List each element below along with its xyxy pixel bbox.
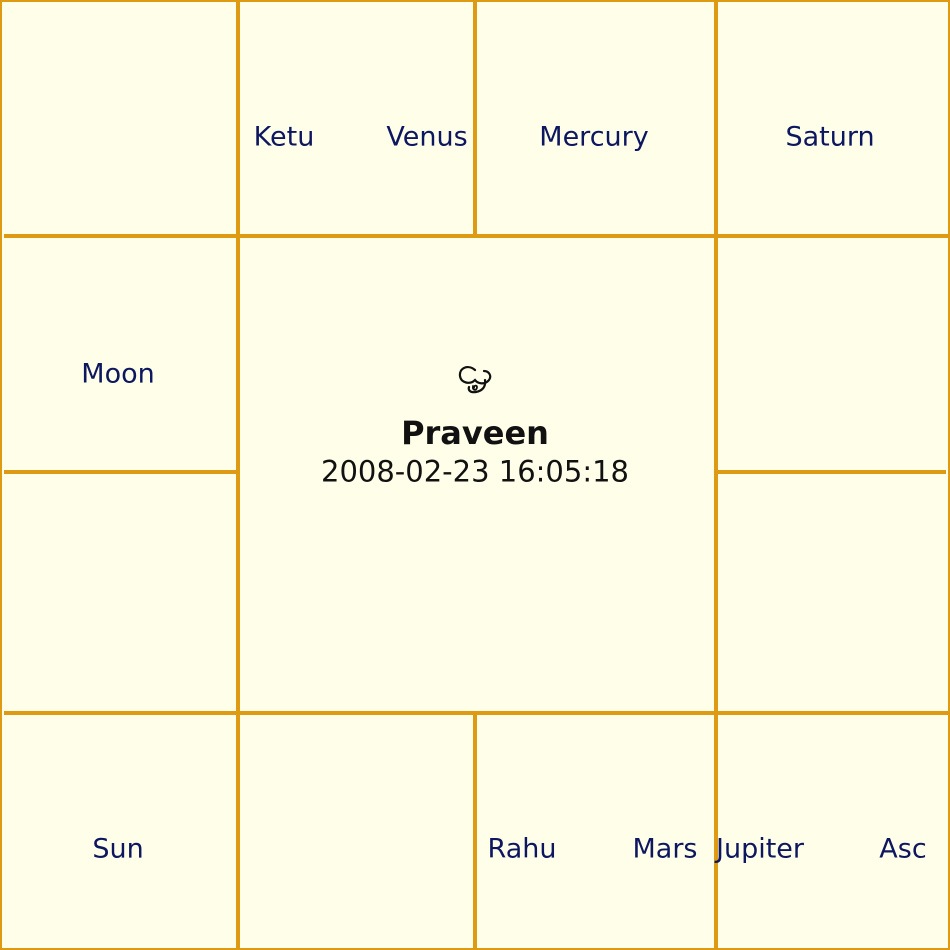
person-name: Praveen: [401, 414, 549, 452]
planet-mercury: Mercury: [539, 121, 649, 153]
planet-sun: Sun: [92, 833, 144, 865]
planet-saturn: Saturn: [785, 121, 875, 153]
planet-ketu: Ketu: [253, 121, 315, 153]
ascendant-label: Asc: [879, 833, 927, 865]
planet-rahu: Rahu: [487, 833, 557, 865]
birth-datetime: 2008-02-23 16:05:18: [321, 454, 629, 489]
tamil-om-icon: [458, 366, 492, 394]
planet-jupiter: Jupiter: [715, 833, 805, 865]
planet-venus: Venus: [386, 121, 468, 153]
planet-mars: Mars: [632, 833, 698, 865]
planet-moon: Moon: [81, 358, 155, 390]
